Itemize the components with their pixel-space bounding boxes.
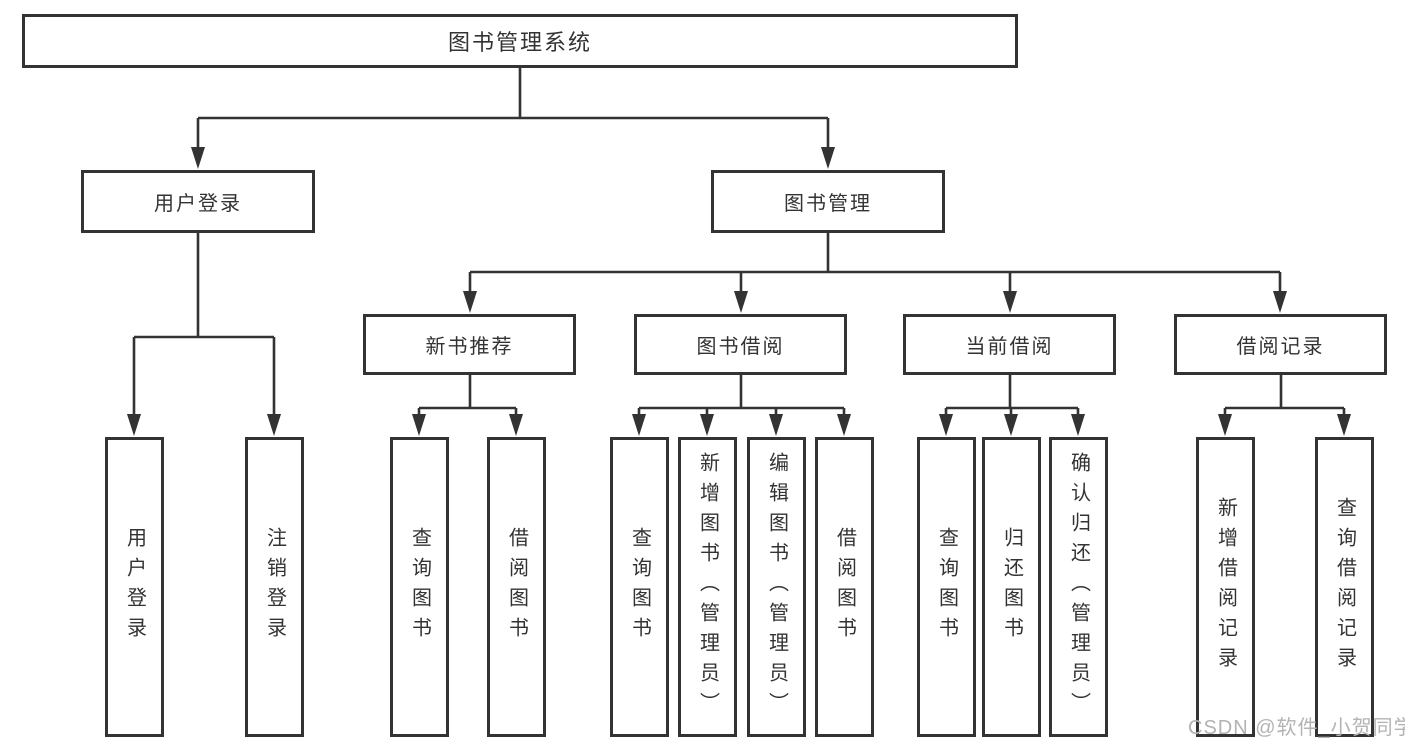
leaf-records-add-record: 新增借阅记录	[1196, 437, 1255, 737]
node-current-borrowing: 当前借阅	[903, 314, 1116, 375]
node-label: 新增图书（管理员）	[696, 452, 719, 722]
node-label: 用户登录	[154, 193, 242, 215]
node-label: 注销登录	[263, 527, 286, 647]
node-label: 确认归还（管理员）	[1067, 452, 1090, 722]
leaf-borrow-edit-books-admin: 编辑图书（管理员）	[747, 437, 806, 737]
csdn-watermark: CSDN @软件_小贺同学	[1188, 717, 1405, 739]
node-label: 图书借阅	[696, 336, 785, 358]
leaf-current-return-books: 归还图书	[982, 437, 1041, 737]
node-label: 图书管理	[784, 193, 872, 215]
leaf-user-login: 用户登录	[105, 437, 164, 737]
leaf-borrow-add-books-admin: 新增图书（管理员）	[678, 437, 737, 737]
node-label: 查询图书	[935, 527, 958, 647]
node-label: 图书管理系统	[447, 30, 592, 55]
leaf-recommend-borrow-books: 借阅图书	[487, 437, 546, 737]
node-label: 借阅图书	[833, 527, 856, 647]
node-label: 查询借阅记录	[1333, 497, 1356, 677]
leaf-records-query-record: 查询借阅记录	[1315, 437, 1374, 737]
node-label: 新书推荐	[425, 336, 514, 358]
node-user-login: 用户登录	[81, 170, 315, 233]
leaf-borrow-query-books: 查询图书	[610, 437, 669, 737]
node-label: 当前借阅	[965, 336, 1054, 358]
node-label: 编辑图书（管理员）	[765, 452, 788, 722]
node-label: 查询图书	[408, 527, 431, 647]
node-label: 借阅图书	[505, 527, 528, 647]
node-root: 图书管理系统	[22, 14, 1018, 68]
node-label: 新增借阅记录	[1214, 497, 1237, 677]
node-book-borrowing: 图书借阅	[634, 314, 847, 375]
leaf-current-confirm-return-admin: 确认归还（管理员）	[1049, 437, 1108, 737]
leaf-recommend-query-books: 查询图书	[390, 437, 449, 737]
node-label: 用户登录	[123, 527, 146, 647]
node-new-book-recommendation: 新书推荐	[363, 314, 576, 375]
node-label: 查询图书	[628, 527, 651, 647]
node-book-management: 图书管理	[711, 170, 945, 233]
leaf-current-query-books: 查询图书	[917, 437, 976, 737]
node-borrowing-records: 借阅记录	[1174, 314, 1387, 375]
node-label: 借阅记录	[1236, 336, 1325, 358]
leaf-borrow-borrow-books: 借阅图书	[815, 437, 874, 737]
leaf-logout: 注销登录	[245, 437, 304, 737]
node-label: 归还图书	[1000, 527, 1023, 647]
